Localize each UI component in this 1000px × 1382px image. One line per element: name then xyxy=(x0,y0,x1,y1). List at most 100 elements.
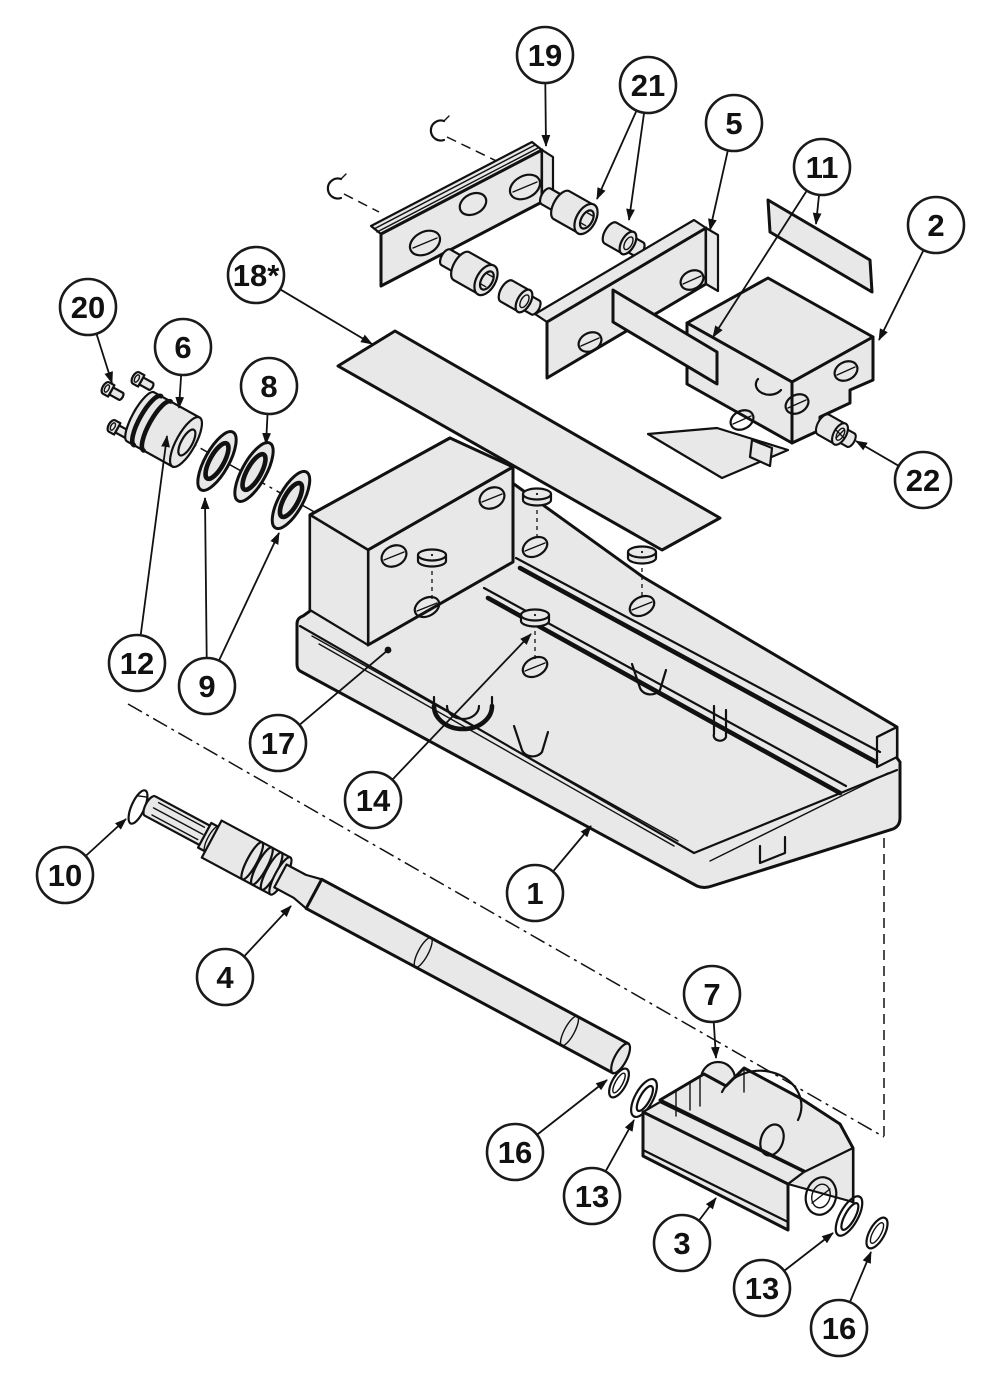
callout-leader xyxy=(244,905,292,957)
callout-leader xyxy=(299,649,389,725)
callout-label: 2 xyxy=(927,208,944,243)
callout-label: 4 xyxy=(216,960,234,995)
callout-leader xyxy=(849,1251,872,1302)
callout-7-17: 7 xyxy=(682,964,742,1059)
callout-balloon xyxy=(906,195,966,255)
callout-14-13: 14 xyxy=(343,633,532,830)
callout-22-9: 22 xyxy=(855,440,953,510)
callout-label: 9 xyxy=(198,669,215,704)
part-nut-block-3 xyxy=(641,1066,855,1232)
callout-balloon xyxy=(485,1122,545,1182)
callout-label: 13 xyxy=(575,1179,609,1214)
callout-leader xyxy=(218,532,280,661)
callout-label: 19 xyxy=(528,38,562,73)
callout-label: 18* xyxy=(233,258,280,293)
callout-balloon xyxy=(652,1213,712,1273)
callout-balloon xyxy=(343,770,403,830)
callout-leader xyxy=(878,250,924,341)
callout-11-3: 11 xyxy=(712,137,852,338)
callout-leader xyxy=(784,1232,834,1271)
callout-1-15: 1 xyxy=(505,825,592,923)
callout-leader xyxy=(596,111,637,200)
part-movable-jaw-2 xyxy=(646,276,875,480)
callout-4-16: 4 xyxy=(195,905,292,1007)
callout-balloon xyxy=(618,55,678,115)
callout-label: 8 xyxy=(260,369,277,404)
callout-label: 7 xyxy=(703,977,720,1012)
callout-label: 13 xyxy=(745,1271,779,1306)
callout-balloon xyxy=(792,137,852,197)
callout-balloon xyxy=(732,1258,792,1318)
callout-balloon xyxy=(562,1166,622,1226)
callout-balloon xyxy=(682,964,742,1024)
callout-5-2: 5 xyxy=(704,93,764,231)
callout-balloon xyxy=(704,93,764,153)
callout-leader xyxy=(262,414,271,445)
callout-leader xyxy=(280,289,373,345)
callout-13-19: 13 xyxy=(562,1119,635,1226)
part-thrust-collar-6-12 xyxy=(124,390,204,469)
callout-leader xyxy=(392,633,532,780)
callout-6-7: 6 xyxy=(153,317,213,409)
callout-balloon xyxy=(177,656,237,716)
callout-label: 11 xyxy=(806,150,839,185)
callout-balloon xyxy=(239,356,299,416)
callout-label: 12 xyxy=(120,646,154,681)
callout-balloon xyxy=(809,1298,869,1358)
callout-12-10: 12 xyxy=(107,435,170,693)
callout-balloon xyxy=(893,450,953,510)
callout-16-18: 16 xyxy=(485,1079,608,1182)
part-washer-13b xyxy=(834,1195,864,1237)
callout-label: 1 xyxy=(526,876,543,911)
part-washer-9b xyxy=(270,469,312,531)
part-lead-screw-4 xyxy=(142,795,632,1075)
callout-balloon xyxy=(248,713,308,773)
callout-label: 17 xyxy=(261,726,295,761)
part-washer-13a xyxy=(630,1078,658,1118)
callout-leader xyxy=(605,1119,635,1172)
callout-leader xyxy=(541,83,551,147)
callout-20-6: 20 xyxy=(58,277,118,384)
leader-dot xyxy=(384,646,392,654)
callout-balloon xyxy=(153,317,213,377)
callout-label: 10 xyxy=(48,858,82,893)
callout-leader xyxy=(708,151,729,231)
callout-balloon xyxy=(107,633,167,693)
part-nut-assembly xyxy=(604,1060,889,1250)
callout-label: 6 xyxy=(174,330,191,365)
callout-label: 3 xyxy=(673,1226,690,1261)
part-dome-plugs-14 xyxy=(416,487,658,660)
part-collar-washer-stack xyxy=(98,369,312,531)
callout-21-1: 21 xyxy=(596,55,678,221)
callout-leader xyxy=(85,818,127,857)
callout-label: 5 xyxy=(725,106,742,141)
callout-leader xyxy=(552,825,592,872)
callout-leader xyxy=(537,1079,608,1135)
callout-17-12: 17 xyxy=(248,646,392,773)
callout-8-8: 8 xyxy=(239,356,299,445)
callout-label: 16 xyxy=(822,1311,856,1346)
callout-label: 21 xyxy=(631,68,665,103)
phantom-screw-icon xyxy=(326,173,347,200)
callout-leader xyxy=(95,334,113,384)
part-washer-9a xyxy=(196,430,238,492)
callout-label: 22 xyxy=(906,463,940,498)
callout-balloon xyxy=(226,245,286,305)
callout-19-0: 19 xyxy=(515,25,575,147)
part-set-screw-22 xyxy=(811,410,861,454)
callout-10-14: 10 xyxy=(35,818,127,905)
callout-3-20: 3 xyxy=(652,1197,717,1273)
callout-balloon xyxy=(35,845,95,905)
callout-9-11: 9 xyxy=(177,497,280,716)
callout-balloon xyxy=(505,863,565,923)
callout-leader xyxy=(200,497,210,658)
callout-18-5: 18* xyxy=(226,245,373,345)
callout-balloon xyxy=(195,947,255,1007)
callout-2-4: 2 xyxy=(878,195,966,341)
callout-13-21: 13 xyxy=(732,1232,834,1318)
callout-leader xyxy=(812,195,822,225)
phantom-screw-icon xyxy=(429,115,450,142)
